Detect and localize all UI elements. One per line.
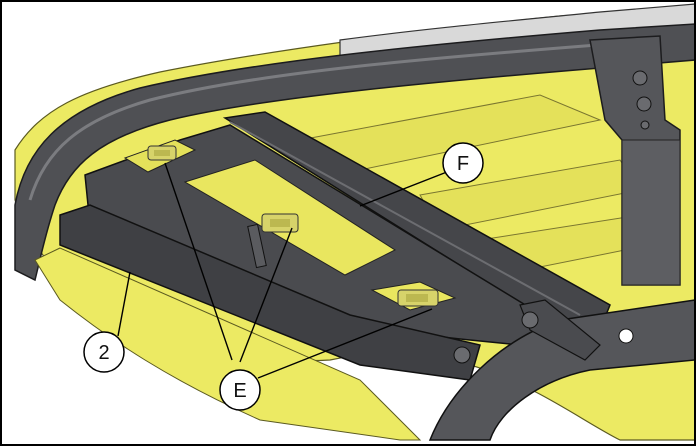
callout-2: 2 xyxy=(83,331,125,373)
post-bolt-middle xyxy=(636,96,652,112)
post-bolt-top xyxy=(632,70,648,86)
post-inner-panel xyxy=(621,139,681,286)
leader-e-2 xyxy=(239,227,293,363)
fastener-clip-left xyxy=(147,145,177,161)
post-bolt-small xyxy=(640,120,650,130)
leader-2 xyxy=(117,271,131,337)
console-lower-flange xyxy=(59,204,481,381)
fastener-clip-center xyxy=(261,213,299,233)
leader-lines xyxy=(117,162,453,379)
leader-e-1 xyxy=(164,162,233,361)
leader-f xyxy=(359,169,453,207)
cross-member-f-top-edge xyxy=(229,121,581,316)
roof-frame-arch xyxy=(14,23,696,282)
lower-frame-nut xyxy=(453,346,471,364)
fastener-clip-right xyxy=(397,289,439,307)
lower-frame-hole xyxy=(618,328,634,344)
callout-2-label: 2 xyxy=(98,342,109,364)
callout-f-label: F xyxy=(457,153,469,175)
callout-e: E xyxy=(219,369,261,411)
callout-f: F xyxy=(442,142,484,184)
lower-left-frame-edge xyxy=(34,247,422,441)
callout-e-label: E xyxy=(233,380,246,402)
roof-frame-arch-highlight xyxy=(28,42,611,201)
lower-frame-bolt xyxy=(521,311,539,329)
leader-e-3 xyxy=(257,308,433,379)
console-tab xyxy=(247,223,267,269)
